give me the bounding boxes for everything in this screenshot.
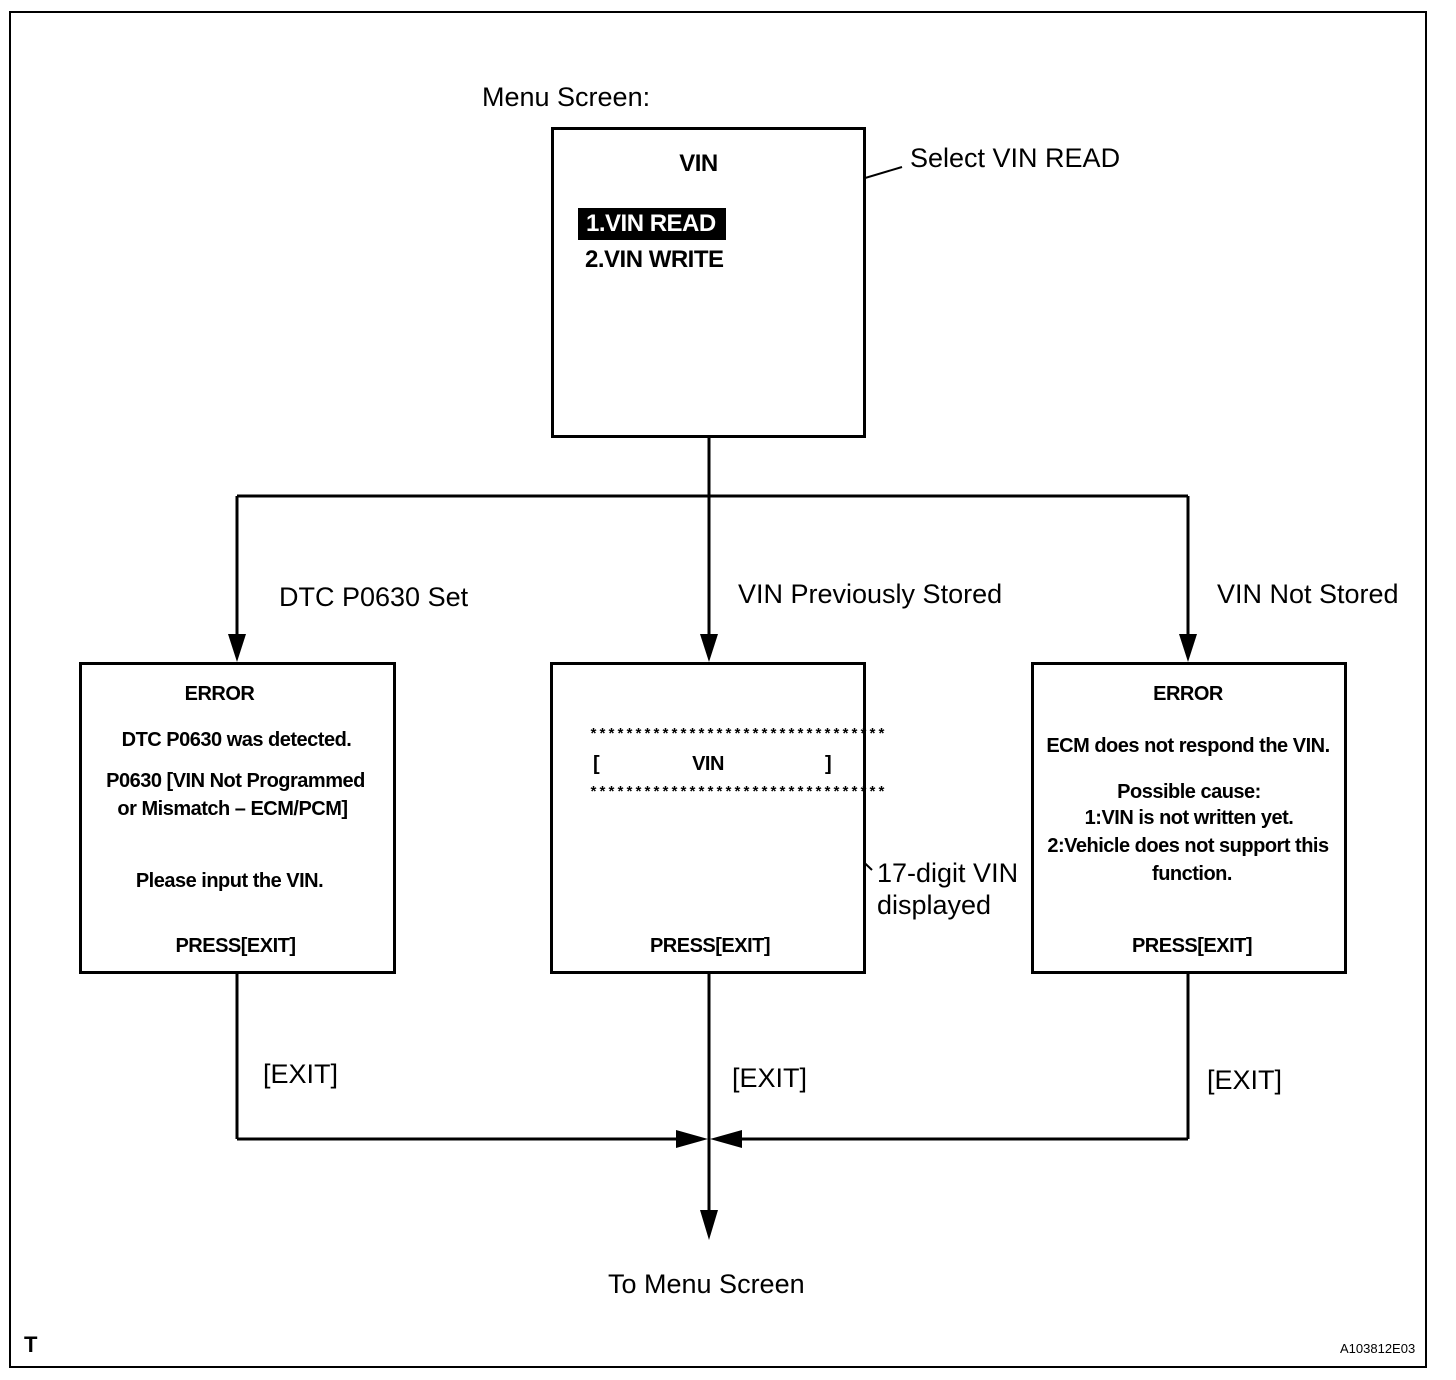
- ecm-no-response-text: ECM does not respond the VIN.: [1046, 735, 1330, 757]
- select-vin-read-label: Select VIN READ: [910, 143, 1121, 173]
- bracket-open: [: [593, 753, 600, 775]
- dtc-detected-text: DTC P0630 was detected.: [121, 729, 352, 751]
- diagram-frame: [9, 11, 1427, 1368]
- arrow-left-screen: [228, 634, 246, 662]
- press-exit-text: PRESS[EXIT]: [1131, 935, 1253, 957]
- dtc-description-line2: or Mismatch – ECM/PCM]: [117, 798, 348, 820]
- branch-label-vin-not-stored: VIN Not Stored: [1217, 579, 1399, 609]
- menu-screen-label: Menu Screen:: [482, 82, 651, 112]
- stars-top: *********************************: [589, 727, 887, 744]
- cause-2-text-cont: function.: [1152, 863, 1232, 885]
- menu-screen: VIN 1.VIN READ 2.VIN WRITE: [551, 127, 866, 438]
- figure-id: A103812E03: [1340, 1341, 1416, 1356]
- exit-label-center: [EXIT]: [732, 1063, 808, 1093]
- exit-label-right: [EXIT]: [1207, 1065, 1283, 1095]
- error-screen-dtc: ERROR DTC P0630 was detected. P0630 [VIN…: [79, 662, 396, 974]
- stars-bottom: *********************************: [589, 785, 887, 802]
- vin-display-screen: ********************************* [ VIN …: [550, 662, 886, 974]
- corner-mark: T: [24, 1332, 38, 1357]
- error-screen-not-stored: ERROR ECM does not respond the VIN. Poss…: [1031, 662, 1347, 974]
- branch-label-vin-stored: VIN Previously Stored: [738, 579, 1003, 609]
- cause-2-text: 2:Vehicle does not support this: [1047, 835, 1329, 857]
- input-vin-text: Please input the VIN.: [135, 870, 324, 892]
- dtc-description-line1: P0630 [VIN Not Programmed: [106, 770, 365, 792]
- menu-screen-title: VIN: [679, 150, 718, 177]
- digit-vin-label-line2: displayed: [877, 890, 992, 920]
- bracket-close: ]: [825, 753, 832, 775]
- vin-value: VIN: [692, 753, 724, 775]
- menu-item-vin-read[interactable]: 1.VIN READ: [578, 208, 726, 240]
- press-exit-text: PRESS[EXIT]: [649, 935, 771, 957]
- digit-vin-label-line1: 17-digit VIN: [877, 858, 1019, 888]
- exit-label-left: [EXIT]: [263, 1059, 339, 1089]
- error-title: ERROR: [1153, 683, 1223, 705]
- arrow-merge-left: [676, 1130, 708, 1148]
- possible-cause-label: Possible cause:: [1117, 781, 1261, 803]
- arrow-to-menu: [700, 1210, 718, 1240]
- arrow-center-screen: [700, 634, 718, 662]
- to-menu-screen-label: To Menu Screen: [608, 1269, 805, 1299]
- menu-item-vin-write[interactable]: 2.VIN WRITE: [585, 246, 724, 273]
- press-exit-text: PRESS[EXIT]: [175, 935, 296, 957]
- arrow-right-screen: [1179, 634, 1197, 662]
- error-title: ERROR: [184, 683, 255, 705]
- cause-1-text: 1:VIN is not written yet.: [1084, 807, 1294, 829]
- branch-label-dtc-set: DTC P0630 Set: [279, 582, 469, 612]
- arrow-merge-right: [710, 1130, 742, 1148]
